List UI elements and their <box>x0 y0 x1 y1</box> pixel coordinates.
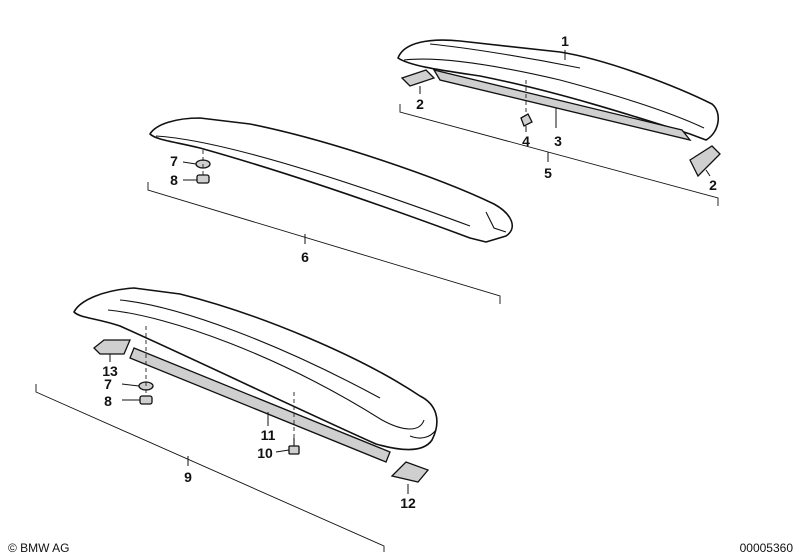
label-8a: 8 <box>170 172 178 188</box>
end-cap-12 <box>390 461 430 483</box>
end-cap-2-right <box>689 145 721 178</box>
screw-10 <box>288 438 300 455</box>
leader-10 <box>275 449 290 453</box>
label-6: 6 <box>301 249 309 265</box>
rear-spoiler-6 <box>149 117 514 243</box>
label-8b: 8 <box>104 393 112 409</box>
leader-7a <box>182 161 197 165</box>
label-11: 11 <box>261 427 276 443</box>
label-5: 5 <box>544 165 552 181</box>
rear-spoiler-9 <box>73 287 438 451</box>
label-4: 4 <box>522 133 530 149</box>
document-number: 00005360 <box>739 541 793 555</box>
end-cap-2-left <box>400 69 436 87</box>
label-10: 10 <box>257 445 273 461</box>
label-3: 3 <box>554 133 562 149</box>
copyright-text: © BMW AG <box>8 541 70 555</box>
leader-2b <box>705 169 711 177</box>
label-13: 13 <box>102 363 118 379</box>
bracket-9 <box>35 384 385 552</box>
label-9: 9 <box>184 469 192 485</box>
leader-7b <box>121 383 140 387</box>
label-1: 1 <box>561 33 569 49</box>
label-2b: 2 <box>709 177 717 193</box>
clip-4 <box>520 80 533 127</box>
spoiler-seal-11 <box>129 347 391 463</box>
rear-spoiler-1 <box>397 39 719 141</box>
label-7a: 7 <box>170 153 178 169</box>
label-12: 12 <box>400 495 416 511</box>
grommet-8-top <box>196 174 210 184</box>
spoiler-seal-3 <box>432 69 692 142</box>
bracket-6 <box>147 182 501 304</box>
label-7b: 7 <box>104 376 112 392</box>
grommet-8-bottom <box>139 395 153 405</box>
end-cap-13 <box>93 339 131 355</box>
bracket-5 <box>399 104 719 206</box>
label-2a: 2 <box>416 96 424 112</box>
